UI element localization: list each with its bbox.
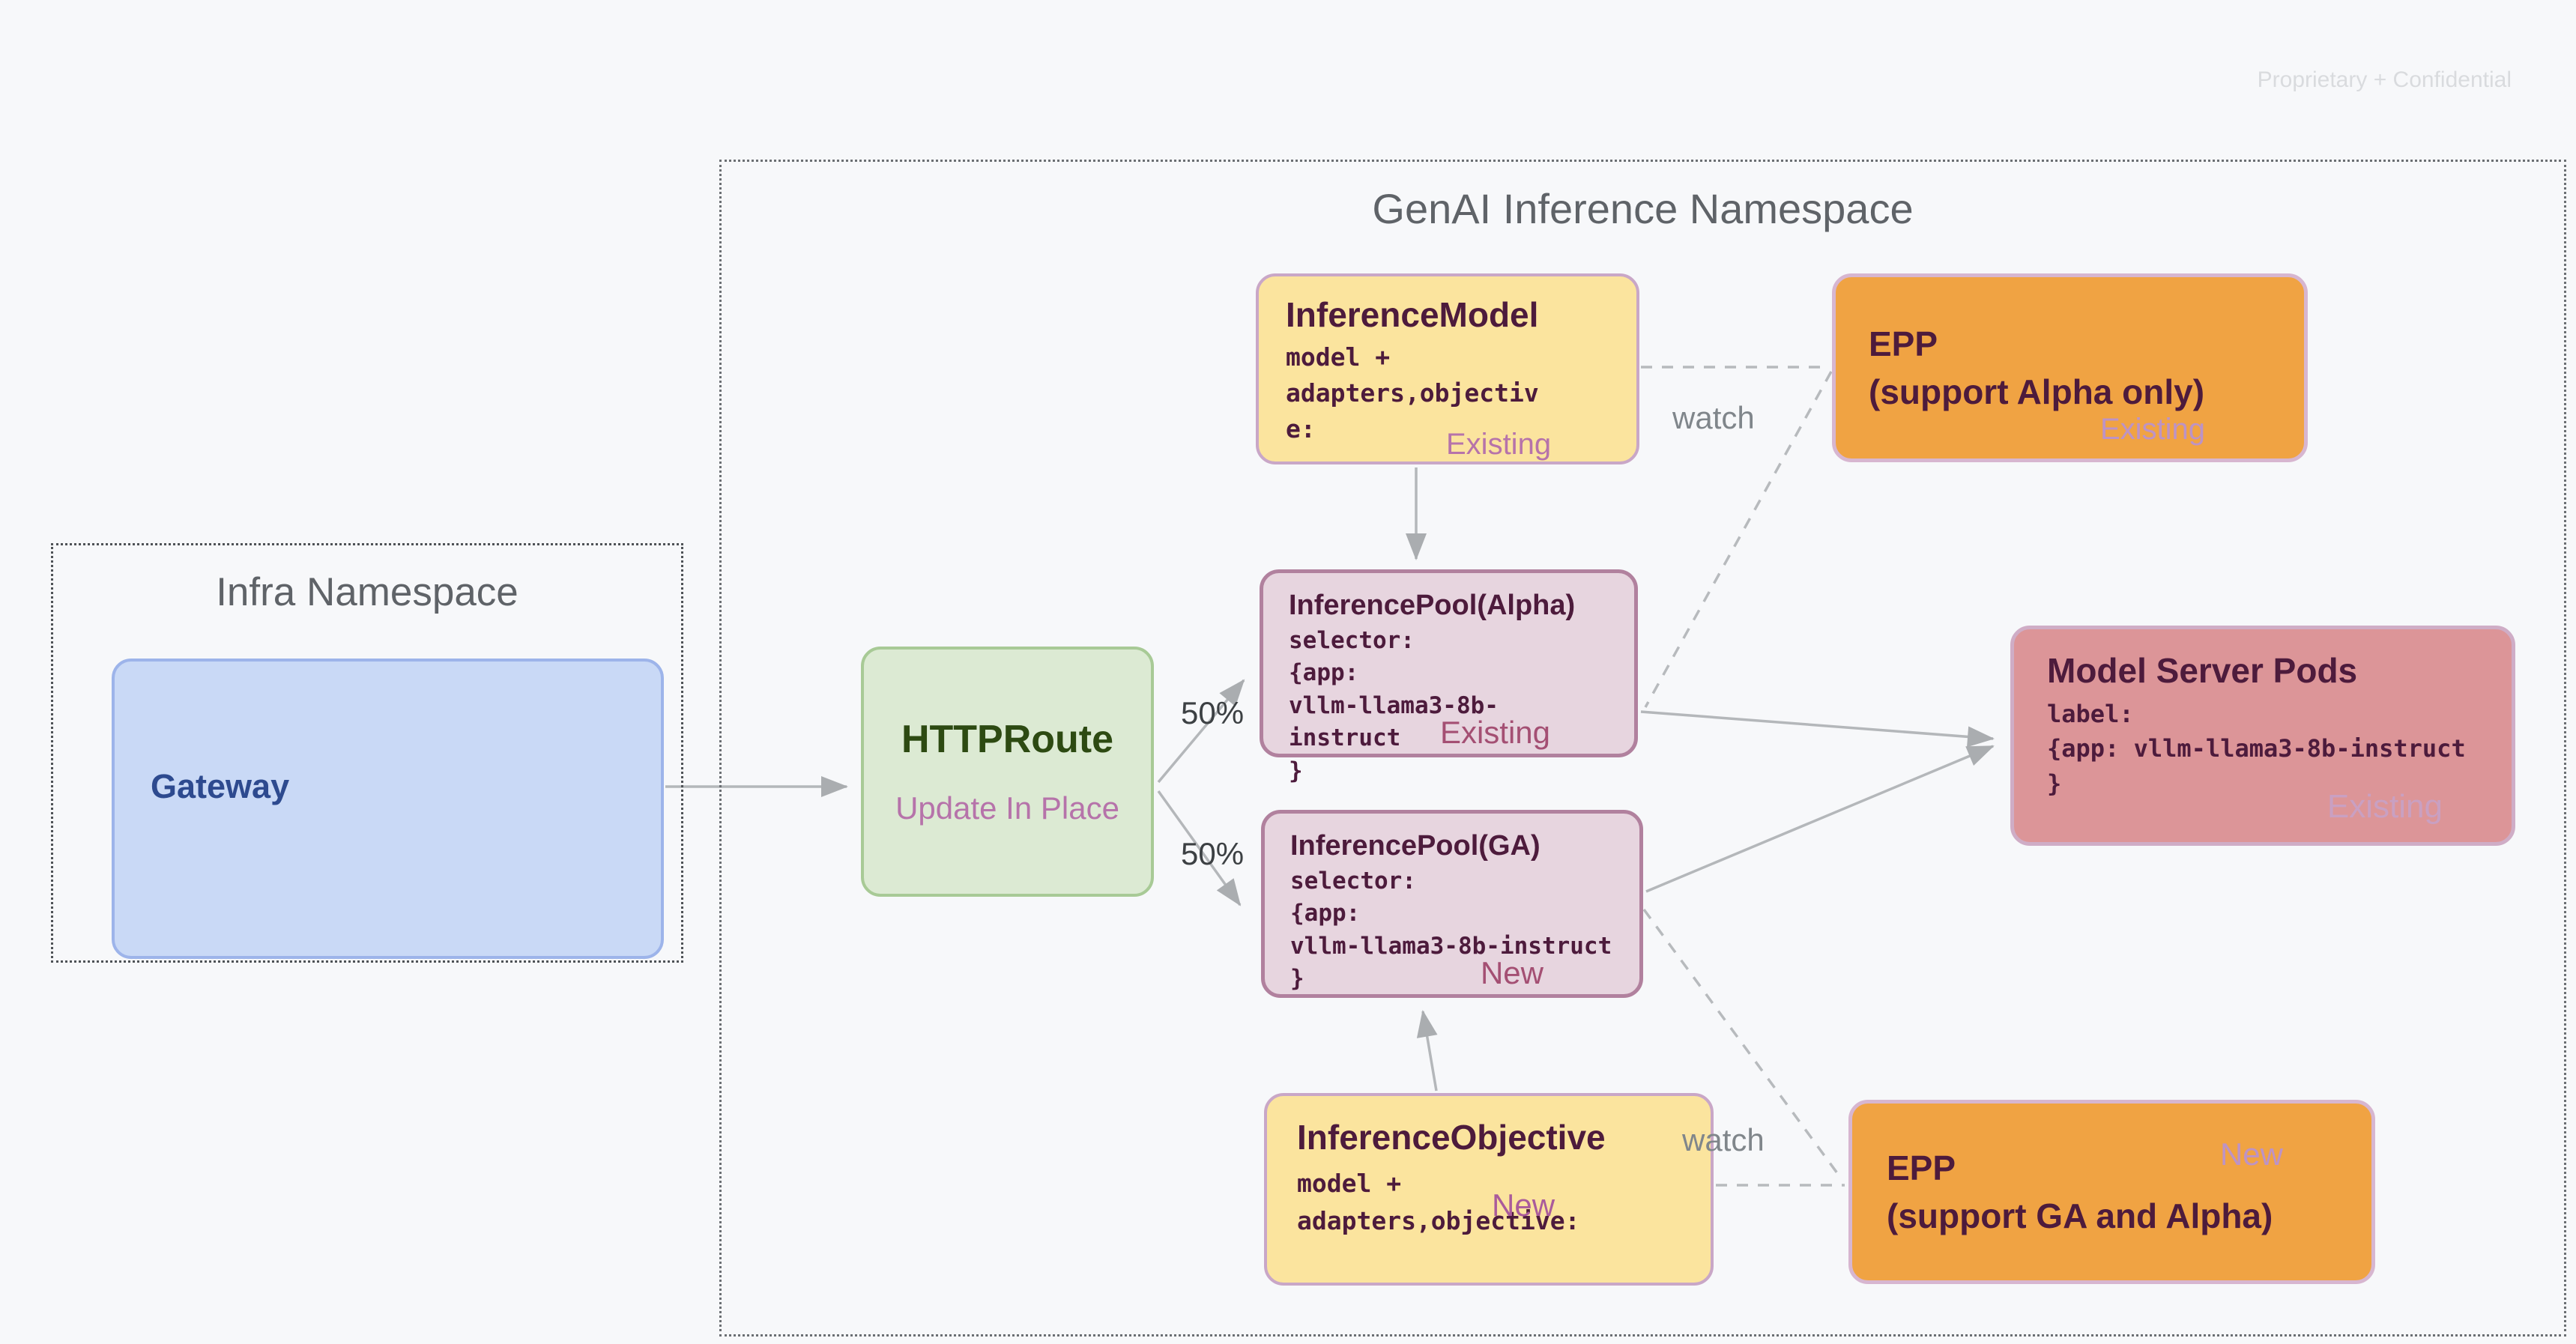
gateway-node: Gateway	[112, 659, 664, 959]
httproute-title: HTTPRoute	[901, 718, 1114, 761]
inference-objective-node: InferenceObjective model + adapters,obje…	[1264, 1093, 1714, 1286]
genai-namespace-box: GenAI Inference Namespace	[719, 160, 2566, 1337]
httproute-subtitle: Update In Place	[895, 790, 1119, 826]
status-badge: Existing	[1446, 428, 1552, 461]
genai-namespace-title: GenAI Inference Namespace	[1372, 185, 1914, 232]
model-server-pods-title: Model Server Pods	[2047, 651, 2358, 690]
epp-ga-node: EPP (support GA and Alpha) New	[1848, 1100, 2375, 1284]
inference-model-body: model + adapters,objectiv e:	[1286, 342, 1539, 444]
status-badge: New	[1492, 1187, 1555, 1223]
inference-objective-title: InferenceObjective	[1297, 1118, 1606, 1157]
inference-pool-ga-node: InferencePool(GA) selector: {app: vllm-l…	[1261, 810, 1643, 998]
model-server-pods-body: label: {app: vllm-llama3-8b-instruct }	[2047, 700, 2466, 798]
inference-model-node: InferenceModel model + adapters,objectiv…	[1256, 273, 1639, 464]
httproute-node: HTTPRoute Update In Place	[861, 647, 1154, 897]
inference-model-title: InferenceModel	[1286, 295, 1539, 334]
inference-pool-alpha-node: InferencePool(Alpha) selector: {app: vll…	[1260, 569, 1638, 784]
inference-pool-ga-body: selector: {app: vllm-llama3-8b-instruct …	[1290, 868, 1612, 993]
inference-pool-alpha-title: InferencePool(Alpha)	[1289, 590, 1576, 621]
inference-objective-body: model + adapters,objective:	[1297, 1169, 1580, 1235]
watermark: Proprietary + Confidential	[2257, 67, 2512, 92]
gateway-title: Gateway	[151, 766, 290, 805]
watch-label-bottom: watch	[1682, 1122, 1765, 1157]
infra-namespace-title: Infra Namespace	[216, 570, 518, 614]
split-50-bottom: 50%	[1181, 836, 1245, 871]
status-badge: Existing	[1439, 715, 1550, 750]
status-badge: Existing	[2326, 788, 2443, 825]
epp-alpha-title: EPP (support Alpha only)	[1869, 324, 2205, 411]
epp-alpha-node: EPP (support Alpha only) Existing	[1832, 273, 2308, 462]
inference-pool-alpha-body: selector: {app: vllm-llama3-8b-instruct …	[1289, 627, 1499, 784]
split-50-top: 50%	[1181, 695, 1245, 730]
status-badge: New	[1480, 955, 1544, 990]
inference-pool-ga-title: InferencePool(GA)	[1290, 830, 1541, 862]
infra-namespace-box: Infra Namespace	[51, 543, 683, 963]
status-badge: Existing	[2099, 413, 2205, 446]
status-badge: New	[2219, 1136, 2283, 1172]
model-server-pods-node: Model Server Pods label: {app: vllm-llam…	[2010, 626, 2515, 846]
watch-label-top: watch	[1672, 400, 1755, 435]
epp-ga-title: EPP (support GA and Alpha)	[1887, 1148, 2273, 1235]
